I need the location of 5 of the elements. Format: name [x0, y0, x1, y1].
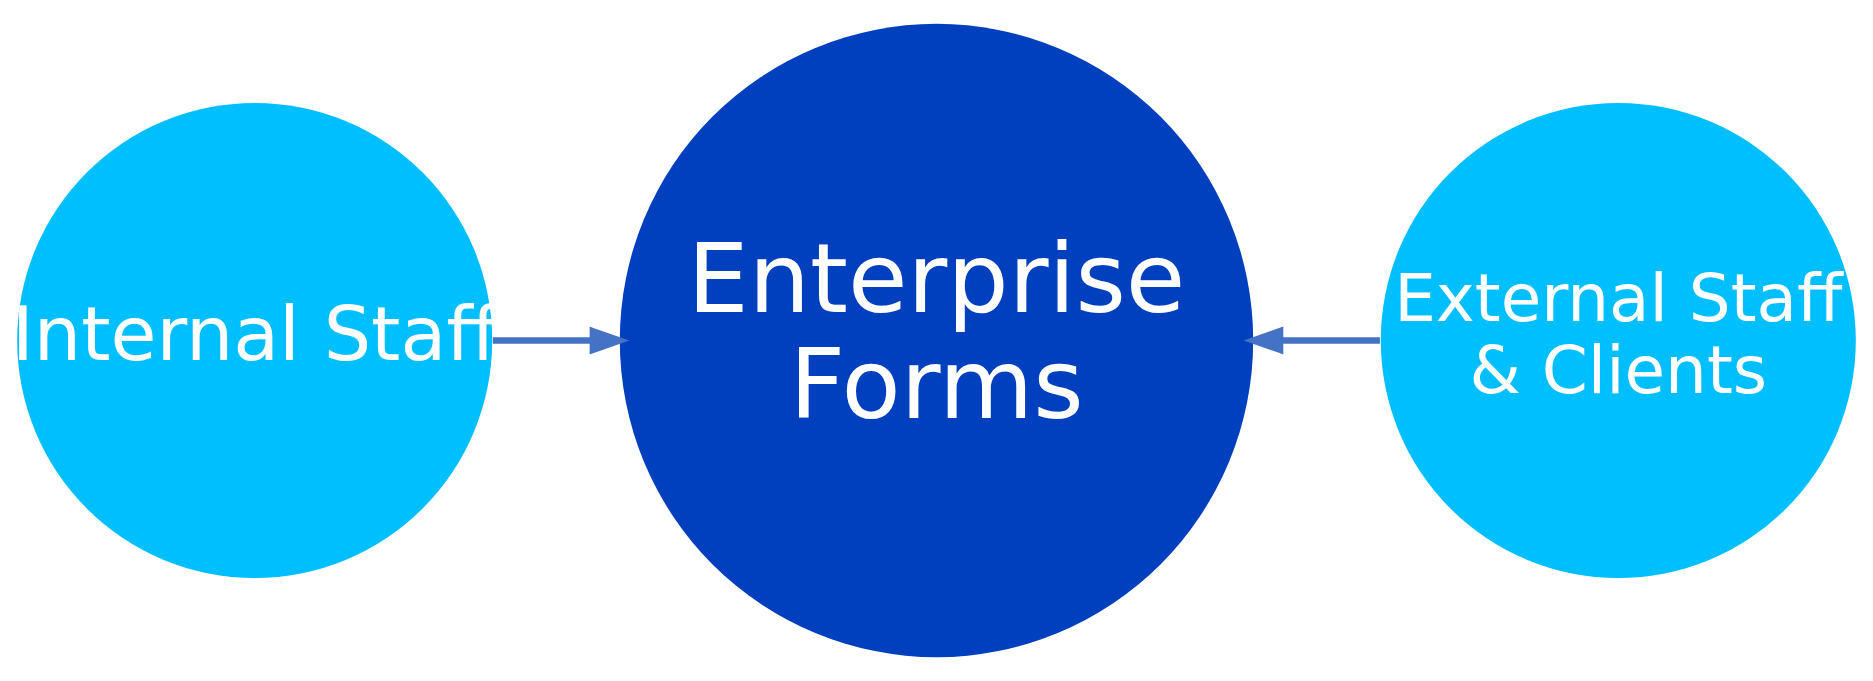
node-circle: External Staff & Clients — [1380, 102, 1856, 579]
node-circle: Enterprise Forms — [619, 23, 1254, 658]
arrow — [492, 326, 630, 355]
node-circle: Internal Staff — [17, 102, 493, 579]
arrow — [1243, 326, 1380, 355]
